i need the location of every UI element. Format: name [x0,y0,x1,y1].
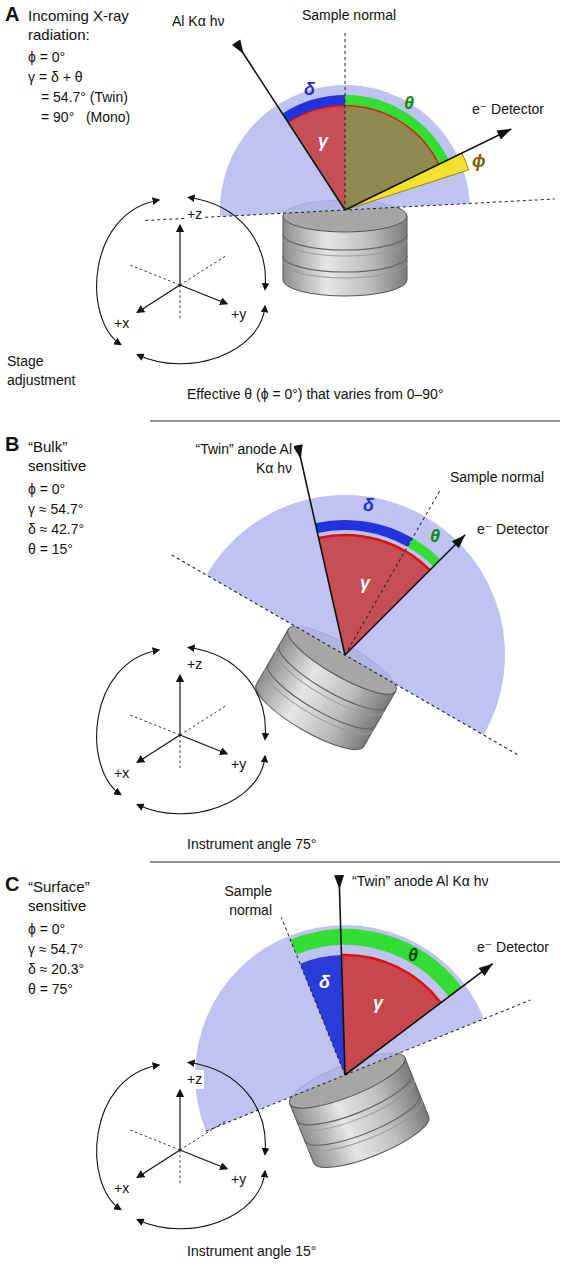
panel-heading: Incoming X-ray radiation: [28,6,153,44]
angle-value: γ = δ + θ [28,68,83,87]
caption-text: Instrument angle 75° [185,835,318,854]
angle-symbol: γ [373,992,383,1015]
beam-label: Al Kα hν [170,12,226,31]
beam-label: “Twin” anode Al Kα hν [188,440,294,478]
illustration-part [345,490,440,655]
angle-symbol: δ [319,971,330,994]
illustration-part [298,445,345,655]
angle-symbol: γ [360,572,370,595]
angle-symbol: θ [430,525,440,548]
illustration-part [345,964,493,1075]
illustration-part [319,516,444,655]
angle-symbol: θ [408,944,418,967]
angle-value: ϕ = 0° [28,48,65,67]
illustration-part [345,30,346,210]
angle-value: γ ≈ 54.7° [28,940,83,959]
axis-label: +y [229,1170,248,1189]
angle-value: = 90° (Mono) [41,108,130,127]
panel-a-geometry [145,30,554,296]
illustration-part [150,880,484,1131]
panel-letter: C [5,872,19,897]
detector-label: e⁻ Detector [475,938,551,957]
illustration-part [206,436,563,735]
angle-value: θ = 75° [28,980,73,999]
illustration-part [97,647,266,813]
angle-symbol: ϕ [470,150,488,173]
illustration-part [293,897,455,1042]
caption-text: Effective θ (ϕ = 0°) that varies from 0–… [185,385,446,404]
detector-label: e⁻ Detector [475,520,551,539]
panel-separator [150,862,560,863]
illustration-part [236,42,345,210]
angle-value: ϕ = 0° [28,480,65,499]
illustration-part [316,509,410,562]
illustration-part [283,200,407,296]
illustration-part [342,960,496,1079]
illustration-part [97,197,266,363]
axis-label: Sample normal [448,468,546,487]
axis-label: Sample normal [300,6,398,25]
illustration-part [345,100,444,162]
caption-text: Instrument angle 15° [185,1242,318,1261]
axis-label: +y [229,305,248,324]
angle-value: δ ≈ 42.7° [28,520,84,539]
panel-heading: “Bulk” sensitive [28,437,108,475]
illustration-part [345,105,439,210]
illustration-part [452,531,469,548]
angle-symbol: δ [363,494,374,517]
panel-separator [150,421,560,422]
illustration-part [341,531,468,658]
illustration-part [232,40,349,213]
illustration-part [281,917,345,1075]
axis-label: +x [112,314,131,333]
axis-label: +z [185,655,204,674]
panel-heading: “Surface” sensitive [28,877,113,915]
angle-value: δ ≈ 20.3° [28,960,84,979]
illustration-part [343,124,514,214]
illustration-part [334,875,350,1075]
illustration-part [293,444,350,656]
angle-value: ϕ = 0° [28,920,65,939]
illustration-part [288,65,440,221]
angle-value: θ = 15° [28,540,73,559]
angle-symbol: δ [304,78,315,101]
illustration-part [339,875,345,1075]
illustration-part [293,444,306,460]
angle-value: = 54.7° (Twin) [41,88,128,107]
axis-label: +x [112,1179,131,1198]
illustration-part [285,85,345,132]
panel-letter: A [5,2,19,27]
illustration-part [97,1062,266,1228]
axis-label: +z [185,205,204,224]
panel-letter: B [5,432,19,457]
illustration-part [345,129,511,210]
illustration-part [232,40,248,57]
illustration-part [345,535,465,655]
axis-label: +z [185,1070,204,1089]
panel-b-geometry [172,436,564,760]
detector-label: e⁻ Detector [470,100,546,119]
illustration-part [334,875,344,889]
axis-label: +x [112,764,131,783]
axis-label: +y [229,755,248,774]
illustration-part [497,124,514,139]
angle-symbol: γ [318,130,328,153]
beam-label: “Twin” anode Al Kα hν [350,872,491,891]
angle-value: γ ≈ 54.7° [28,500,83,519]
angle-symbol: θ [404,92,414,115]
illustration-part [288,65,440,221]
axis-label: Sample normal [205,882,274,920]
stage-label: Stage adjustment [5,352,94,390]
illustration-part [479,960,496,976]
